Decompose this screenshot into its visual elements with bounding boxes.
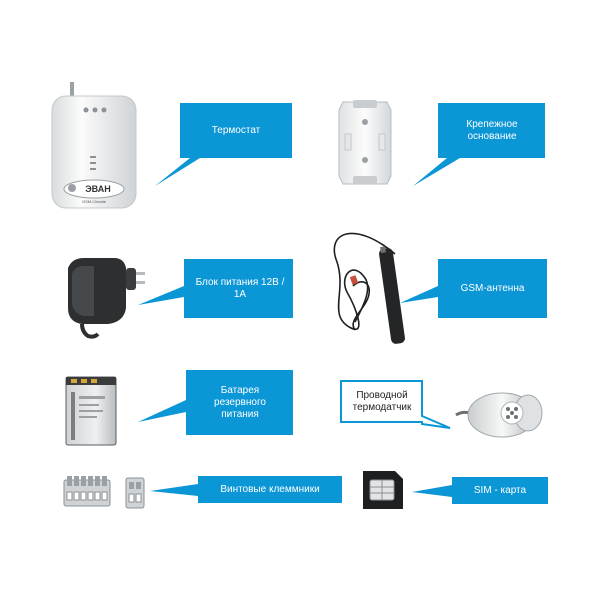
- callout-label: Термостат: [211, 124, 261, 136]
- callout-label: Винтовые клеммники: [220, 483, 320, 495]
- callout-thermostat: Термостат: [150, 103, 295, 188]
- callout-screw-terminals: Винтовые клеммники: [150, 476, 345, 506]
- wired-temperature-sensor-icon: [455, 392, 543, 438]
- mounting-base-icon: [338, 100, 392, 185]
- sim-card-icon: [363, 471, 403, 509]
- gsm-antenna-icon: [333, 232, 405, 344]
- screw-terminal-block-large-icon: [63, 476, 111, 507]
- callout-label: Крепежное основание: [466, 118, 518, 142]
- callout-temperature-sensor: Проводной термодатчик: [338, 378, 468, 432]
- callout-label: SIM - карта: [473, 484, 527, 496]
- backup-battery-icon: [65, 376, 117, 446]
- model-text: GSM-Climate: [82, 199, 107, 204]
- callout-sim-card: SIM - карта: [412, 477, 552, 507]
- screw-terminal-block-small-icon: [125, 477, 145, 509]
- brand-logo-text: ЭВАН: [85, 184, 110, 194]
- gsm-thermostat-unit-icon: ЭВАН GSM-Climate: [51, 82, 137, 209]
- callout-gsm-antenna: GSM-антенна: [400, 259, 550, 319]
- callout-mounting-base: Крепежное основание: [405, 103, 550, 188]
- callout-label: Блок питания 12В / 1А: [195, 276, 285, 300]
- callout-backup-battery: Батарея резервного питания: [138, 370, 298, 436]
- power-adapter-icon: [68, 258, 145, 339]
- callout-label: GSM-антенна: [460, 282, 525, 294]
- callout-power-adapter: Блок питания 12В / 1А: [138, 259, 298, 319]
- callout-label: Проводной термодатчик: [352, 389, 412, 413]
- callout-label: Батарея резервного питания: [214, 384, 266, 420]
